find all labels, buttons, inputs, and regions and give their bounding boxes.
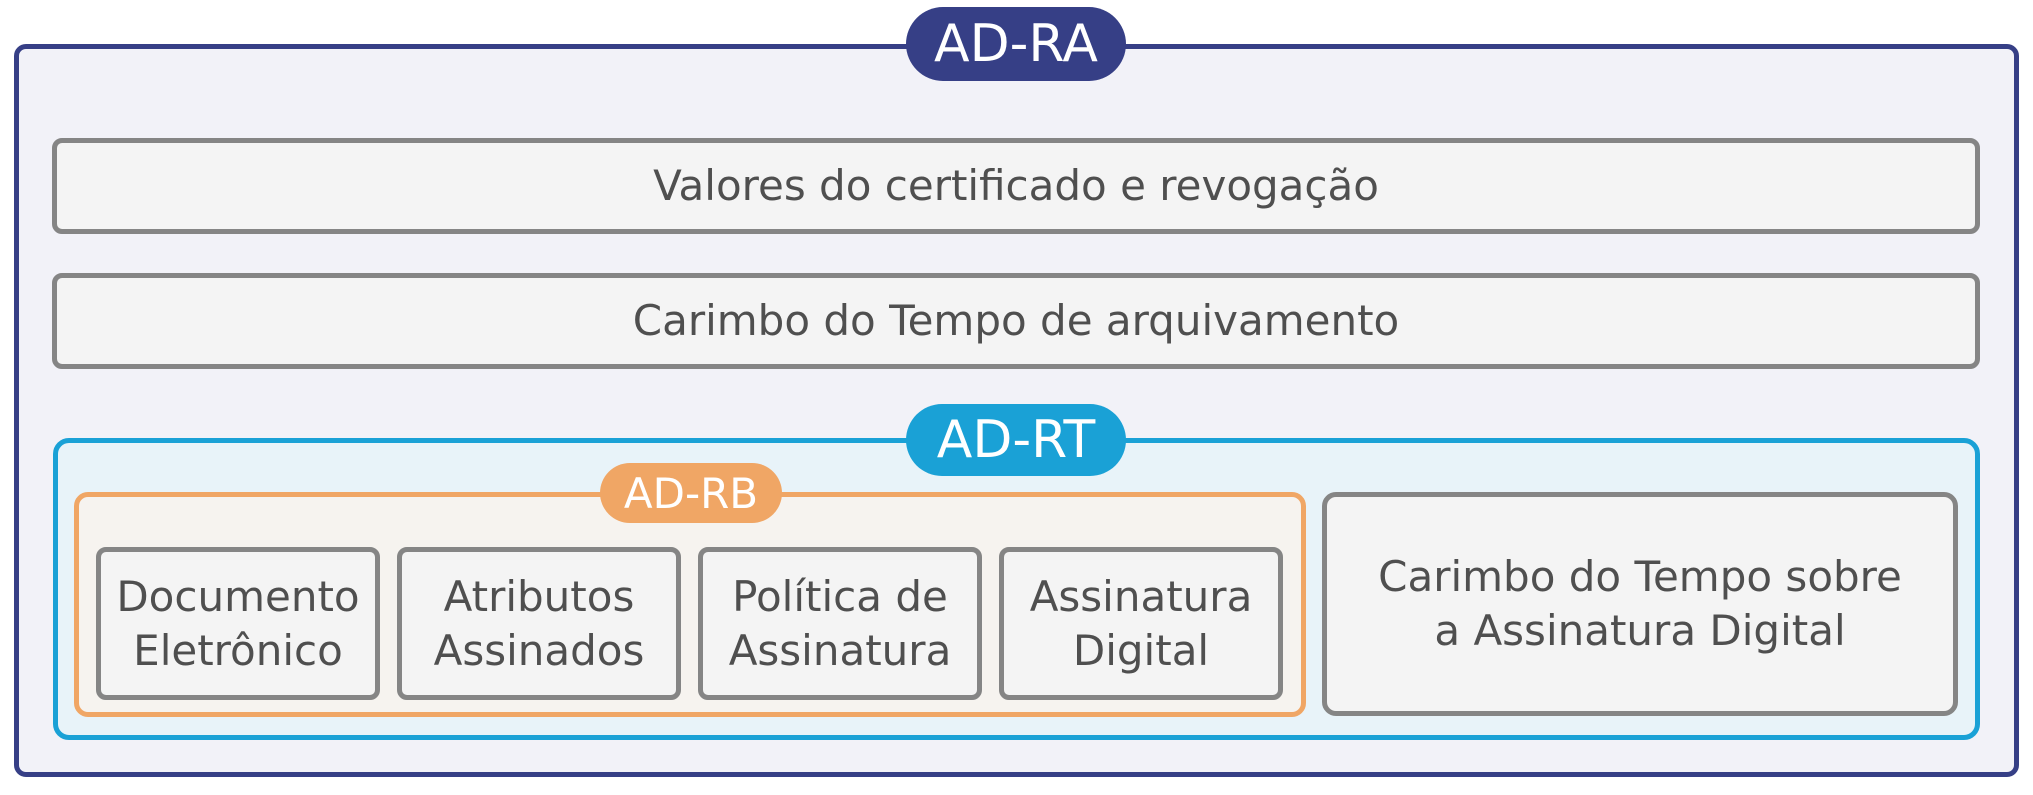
signature-policy-label: Política de Assinatura — [729, 570, 952, 678]
ad-rb-badge: AD-RB — [600, 463, 782, 523]
archive-timestamp-layer: Carimbo do Tempo de arquivamento — [52, 273, 1980, 369]
ad-ra-badge: AD-RA — [906, 7, 1126, 81]
signature-timestamp-line-1: Carimbo do Tempo sobre — [1378, 552, 1902, 602]
digital-signature-line-1: Assinatura — [1029, 571, 1253, 621]
certificate-values-layer: Valores do certificado e revogação — [52, 138, 1980, 234]
certificate-values-label: Valores do certificado e revogação — [653, 161, 1379, 211]
electronic-document-label: Documento Eletrônico — [116, 570, 359, 678]
signature-policy-line-1: Política de — [732, 571, 948, 621]
digital-signature-line-2: Digital — [1072, 625, 1210, 675]
ad-rt-badge: AD-RT — [906, 404, 1126, 476]
electronic-document-line-2: Eletrônico — [133, 625, 343, 675]
digital-signature-label: Assinatura Digital — [1030, 570, 1253, 678]
signature-timestamp-label: Carimbo do Tempo sobre a Assinatura Digi… — [1378, 550, 1902, 658]
ad-rb-badge-label: AD-RB — [623, 468, 759, 518]
digital-signature-box: Assinatura Digital — [999, 547, 1283, 700]
signed-attributes-box: Atributos Assinados — [397, 547, 681, 700]
ad-rt-badge-label: AD-RT — [936, 410, 1096, 470]
signature-timestamp-line-2: a Assinatura Digital — [1434, 606, 1846, 655]
signed-attributes-line-2: Assinados — [433, 625, 645, 675]
electronic-document-box: Documento Eletrônico — [96, 547, 380, 700]
signed-attributes-label: Atributos Assinados — [434, 570, 645, 678]
electronic-document-line-1: Documento — [116, 571, 360, 621]
signed-attributes-line-1: Atributos — [443, 571, 635, 621]
archive-timestamp-label: Carimbo do Tempo de arquivamento — [632, 296, 1400, 346]
ad-ra-badge-label: AD-RA — [934, 14, 1098, 74]
signature-timestamp-box: Carimbo do Tempo sobre a Assinatura Digi… — [1322, 492, 1958, 716]
signature-policy-box: Política de Assinatura — [698, 547, 982, 700]
signature-policy-line-2: Assinatura — [728, 625, 952, 675]
